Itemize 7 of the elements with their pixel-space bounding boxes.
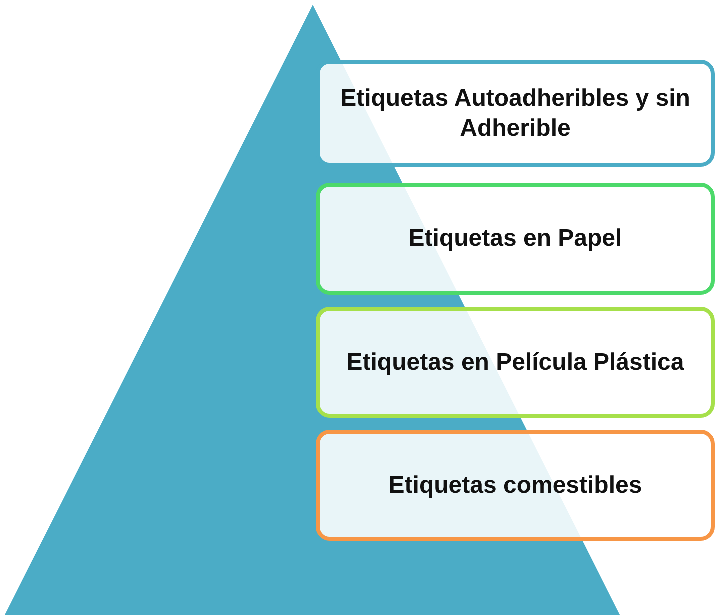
tier-label: Etiquetas Autoadheribles y sin Adherible (340, 84, 692, 144)
tier-box (316, 183, 715, 295)
tier-label: Etiquetas en Película Plástica (346, 348, 684, 378)
tier-label: Etiquetas comestibles (388, 470, 642, 500)
tier-box (316, 307, 715, 418)
tier-box (316, 430, 715, 541)
tier-label: Etiquetas en Papel (408, 224, 622, 254)
